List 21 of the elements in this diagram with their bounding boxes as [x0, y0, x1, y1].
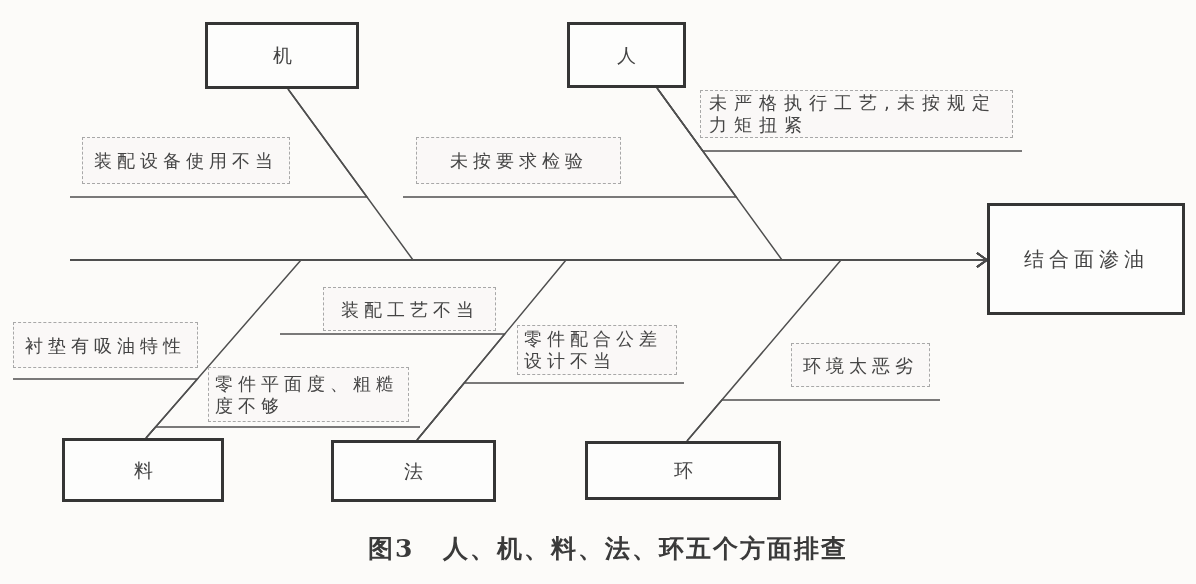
cause-box: 装配设备使用不当 [82, 137, 290, 184]
cause-box: 零件平面度、粗糙度不够 [208, 367, 409, 422]
cause-box: 零件配合公差设计不当 [517, 325, 677, 375]
sub-bone-line [686, 399, 941, 442]
cause-box: 装配工艺不当 [323, 287, 496, 331]
sub-bone-line [656, 87, 1023, 152]
cause-box: 未严格执行工艺,未按规定力矩扭紧 [700, 90, 1013, 138]
figure-caption: 图3 人、机、料、法、环五个方面排查 [368, 533, 849, 565]
category-box: 机 [205, 22, 359, 89]
effect-box: 结合面渗油 [987, 203, 1185, 315]
category-box: 料 [62, 438, 224, 502]
sub-bone-line [416, 382, 685, 441]
sub-bone-line [69, 88, 369, 198]
sub-bone-line [145, 426, 421, 439]
cause-box: 未按要求检验 [416, 137, 621, 184]
spine-arrow [69, 252, 988, 268]
category-box: 人 [567, 22, 686, 88]
category-box: 环 [585, 441, 781, 500]
cause-box: 衬垫有吸油特性 [13, 322, 198, 368]
category-box: 法 [331, 440, 496, 502]
cause-box: 环境太恶劣 [791, 343, 930, 387]
